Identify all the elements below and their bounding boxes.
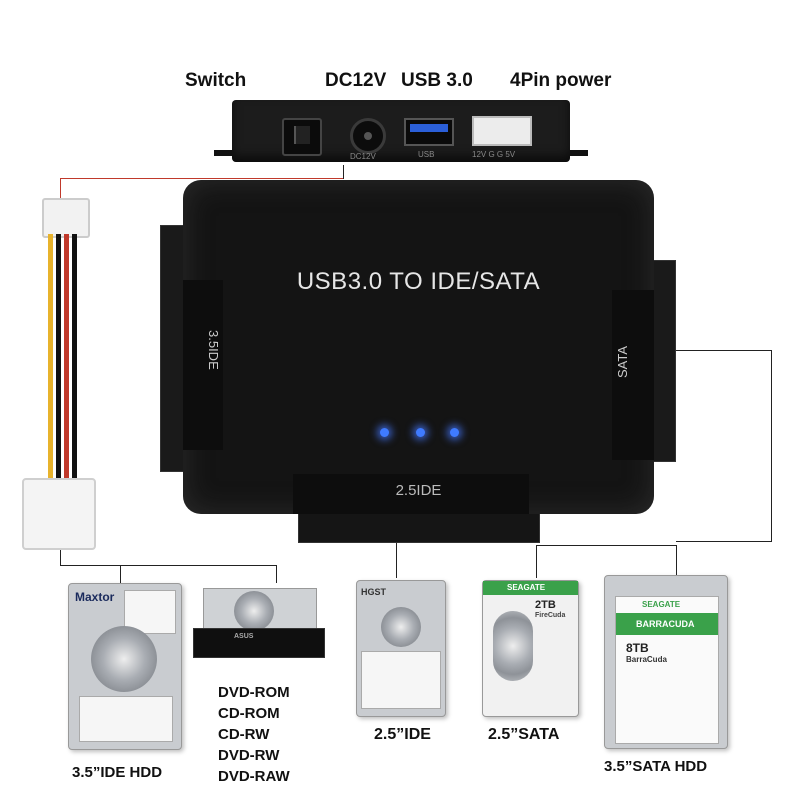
ide35-platter <box>91 626 157 692</box>
format-dvd-rw: DVD-RW <box>218 747 280 764</box>
dvd-drive: ASUS <box>193 588 325 670</box>
sata35-model: BarraCuda <box>626 655 667 664</box>
wire-sata25 <box>536 545 537 578</box>
power-port-text: 12V G G 5V <box>472 150 516 159</box>
wire-molex-down <box>60 545 61 565</box>
wire-ide35 <box>120 565 121 583</box>
notch-bottom <box>293 474 529 514</box>
wire-sata35 <box>676 545 677 578</box>
led-icon-3 <box>450 428 459 437</box>
wire-sata-out <box>676 350 772 351</box>
sata35-caption: 3.5”SATA HDD <box>604 758 708 775</box>
hgst-brand: HGST <box>361 587 387 597</box>
panel-ear-left <box>214 150 232 156</box>
sata25-caption: 2.5”SATA <box>488 726 560 743</box>
sata25-hdd: SEAGATE 2TB FireCuda <box>482 580 579 717</box>
wire-sata-right <box>771 350 772 542</box>
seagate-strip <box>483 581 578 595</box>
usb-tongue-icon <box>410 124 448 132</box>
switch-label: Switch <box>185 70 247 91</box>
port-panel: DC12V USB 12V G G 5V <box>214 100 588 162</box>
port-label-3-5ide: 3.5IDE <box>206 330 221 370</box>
usb-port <box>404 118 454 146</box>
sata35-sticker: SEAGATE BARRACUDA 8TB BarraCuda <box>615 596 719 744</box>
wire-top-left <box>60 178 61 200</box>
seagate-brand-35: SEAGATE <box>642 600 681 609</box>
barracuda-series: BARRACUDA <box>636 619 695 629</box>
maxtor-brand: Maxtor <box>75 590 115 604</box>
wire-sata-return <box>676 541 772 542</box>
format-dvd-raw: DVD-RAW <box>218 768 290 785</box>
wire-top-drop <box>343 165 344 179</box>
rocker-icon <box>294 126 310 144</box>
asus-brand: ASUS <box>234 633 254 640</box>
ide25-platter <box>381 607 421 647</box>
dc-port-text: DC12V <box>350 152 376 161</box>
wire-sata-h <box>536 545 676 546</box>
port-label-2-5ide: 2.5IDE <box>395 482 442 499</box>
wire-bottom-left <box>60 565 277 566</box>
format-dvd-rom: DVD-ROM <box>218 684 290 701</box>
adapter-title: USB3.0 TO IDE/SATA <box>296 268 541 295</box>
ide25-sticker <box>361 651 441 709</box>
molex-connector-top <box>42 198 90 238</box>
format-cd-rw: CD-RW <box>218 726 270 743</box>
dc-pin-icon <box>364 132 372 140</box>
led-icon-2 <box>416 428 425 437</box>
ide25-caption: 2.5”IDE <box>374 726 431 743</box>
notch-left <box>183 280 223 450</box>
port-label-sata: SATA <box>615 345 630 378</box>
disc-icon <box>234 591 274 631</box>
ide35-hdd: Maxtor <box>68 583 182 750</box>
usb-label: USB 3.0 <box>401 70 473 91</box>
usb-port-text: USB <box>418 150 435 159</box>
barracuda-strip <box>616 613 718 635</box>
power-switch[interactable] <box>282 118 322 156</box>
sata25-size: 2TB <box>535 599 556 611</box>
adapter-body: USB3.0 TO IDE/SATA 3.5IDE SATA 2.5IDE <box>183 180 654 514</box>
led-icon-1 <box>380 428 389 437</box>
molex-connector-bottom <box>22 478 96 550</box>
notch-right <box>612 290 654 460</box>
sata25-shield <box>493 611 533 681</box>
sata35-hdd: SEAGATE BARRACUDA 8TB BarraCuda <box>604 575 728 749</box>
four-pin-port <box>472 116 532 146</box>
sata35-size: 8TB <box>626 641 649 655</box>
dc-jack <box>350 118 386 154</box>
cable-yellow <box>48 234 53 480</box>
sata25-model: FireCuda <box>535 612 566 619</box>
wire-ide25 <box>396 542 397 578</box>
panel-ear-right <box>570 150 588 156</box>
dc12v-label: DC12V <box>325 70 387 91</box>
dvd-bezel: ASUS <box>193 628 325 658</box>
ide35-caption: 3.5”IDE HDD <box>72 764 163 781</box>
format-cd-rom: CD-ROM <box>218 705 280 722</box>
ide35-bottom-sticker <box>79 696 173 742</box>
cable-black-2 <box>72 234 77 480</box>
wire-top <box>60 178 344 179</box>
power-label: 4Pin power <box>510 70 612 91</box>
cable-black-1 <box>56 234 61 480</box>
wire-dvd <box>276 565 277 583</box>
seagate-brand-25: SEAGATE <box>507 583 546 592</box>
ide25-hdd: HGST <box>356 580 446 717</box>
cable-red <box>64 234 69 480</box>
